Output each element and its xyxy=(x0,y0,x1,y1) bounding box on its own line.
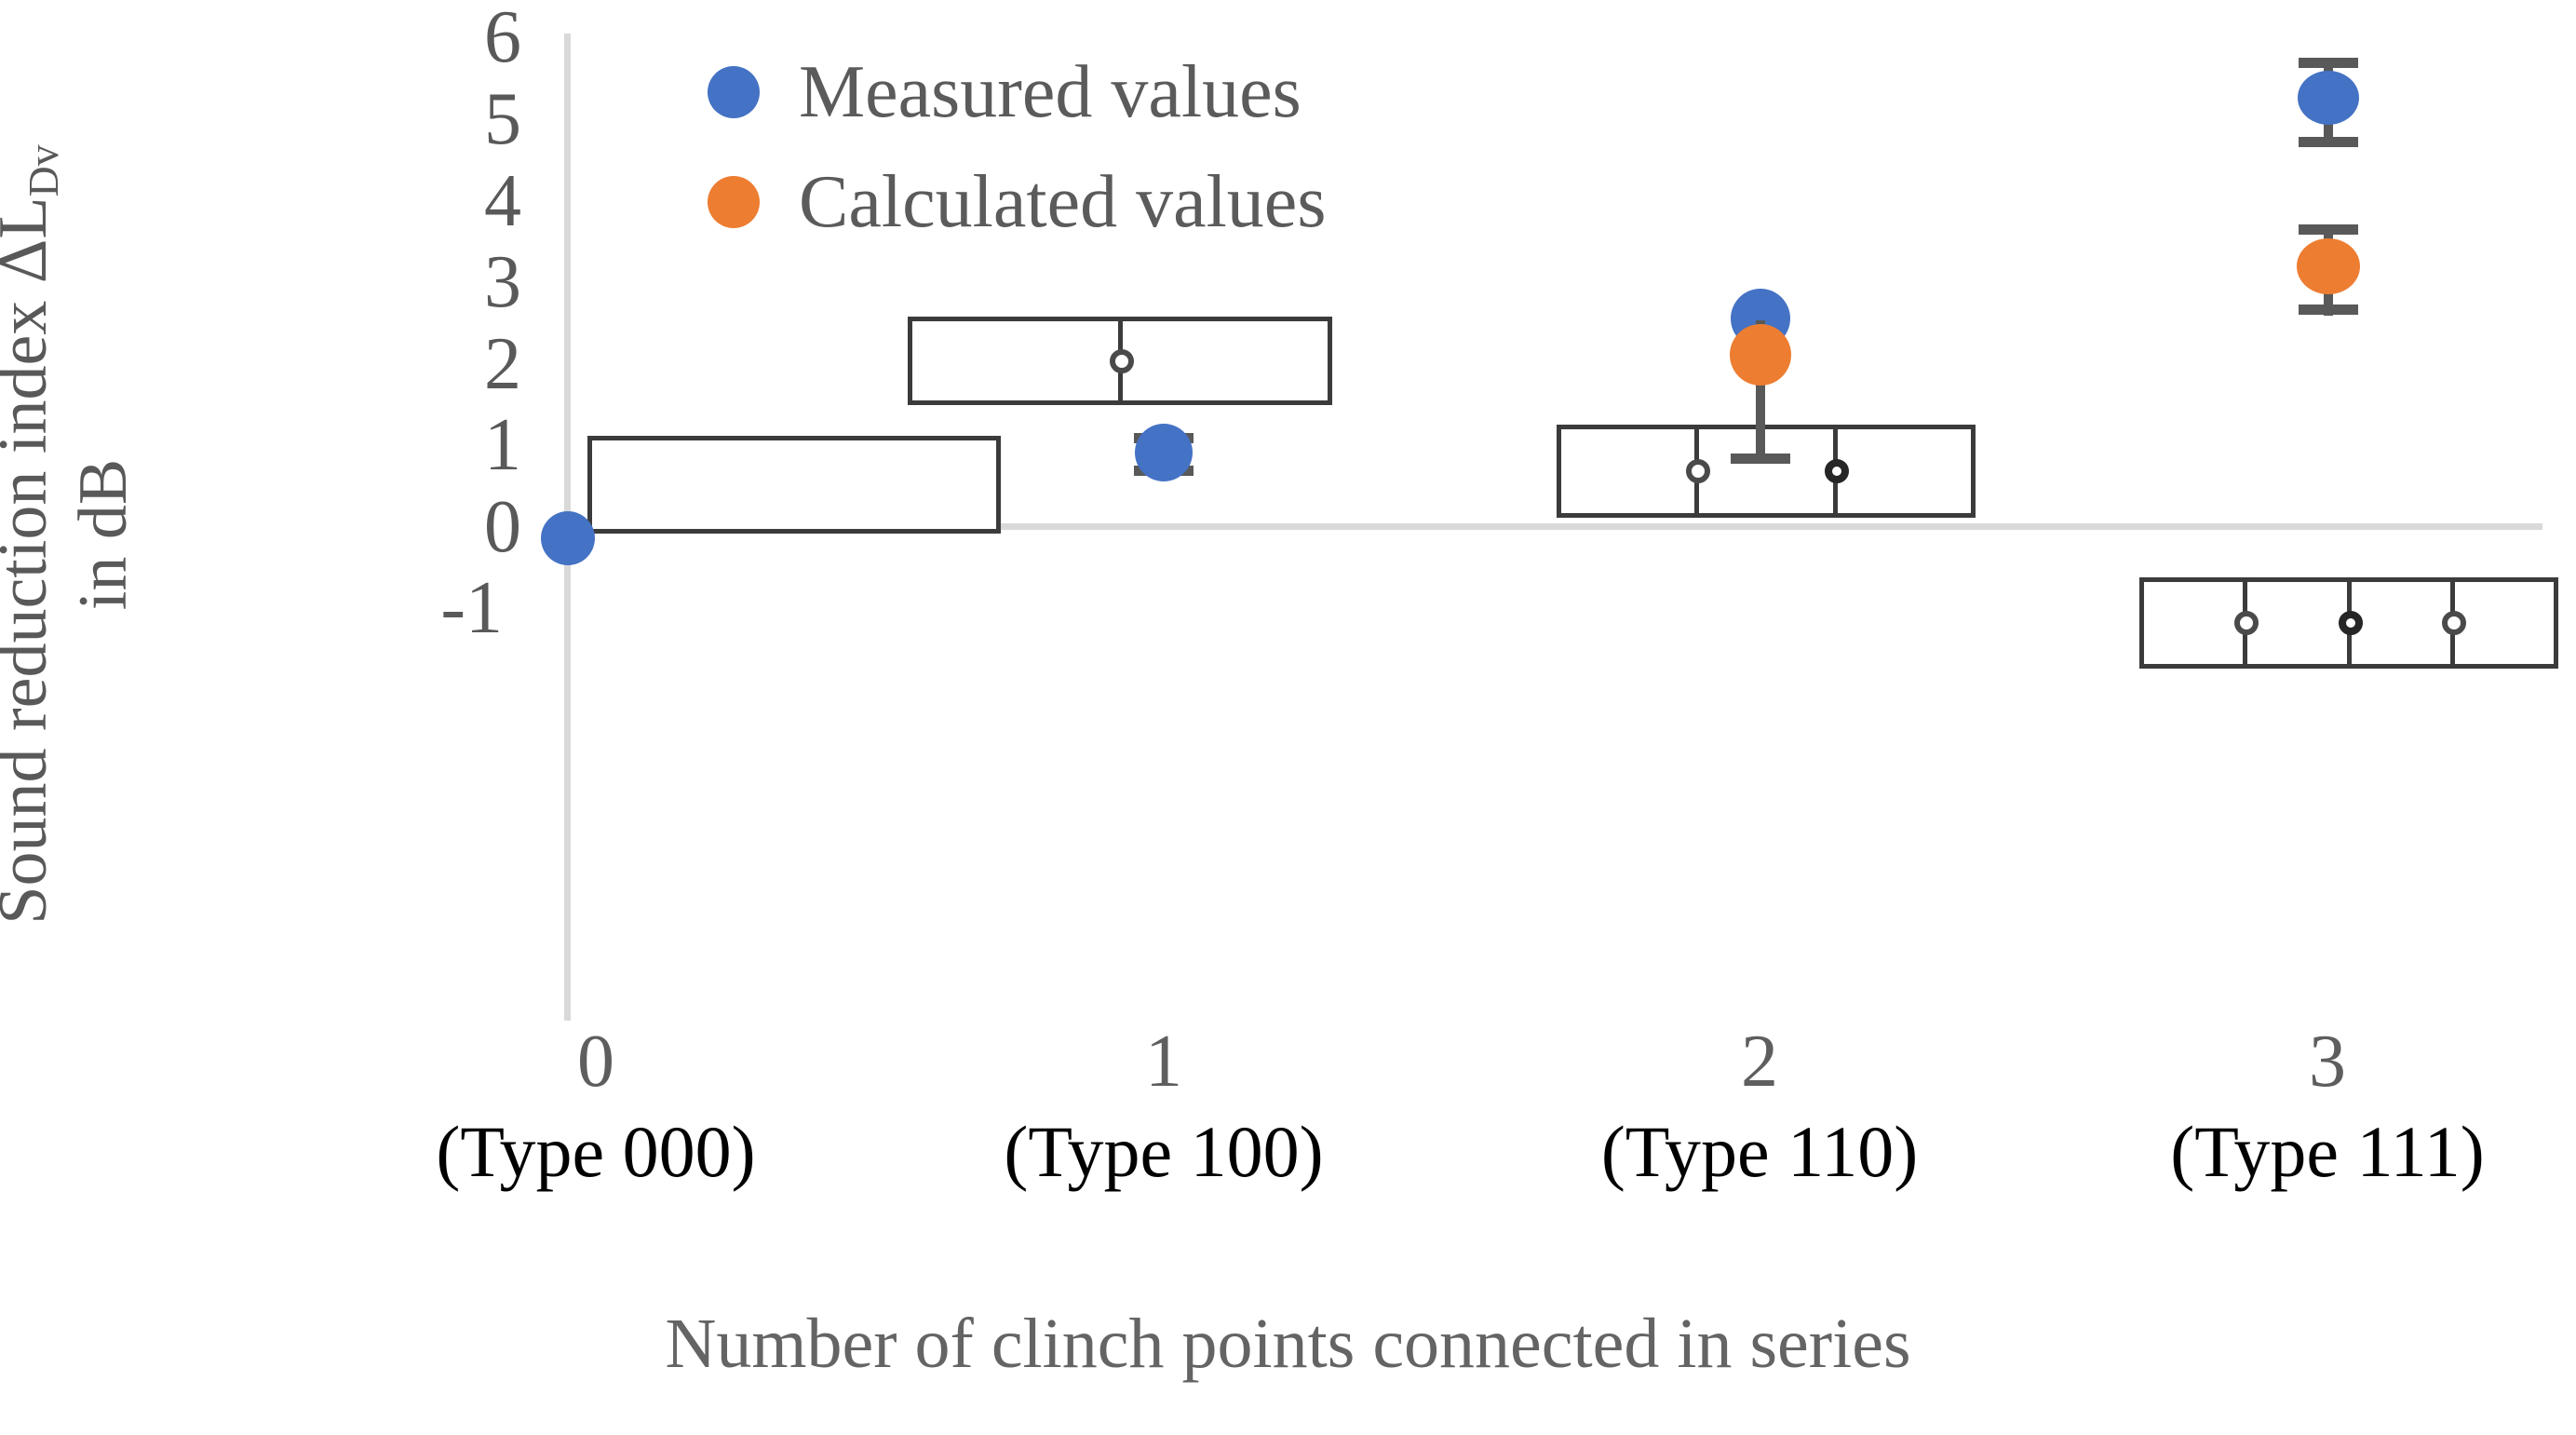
legend-label-calculated: Calculated values xyxy=(799,161,1327,243)
y-tick-label-3: 3 xyxy=(484,241,521,323)
chart-legend: Measured values Calculated values xyxy=(708,37,1639,257)
clinch-point-icon xyxy=(1686,459,1711,483)
error-bar-cap-top-calculated-type-111 xyxy=(2299,224,2358,235)
y-axis-title-unit: in dB xyxy=(64,458,142,611)
y-axis-title: Sound reduction index ΔLDv in dB xyxy=(0,32,142,1037)
x-axis-line xyxy=(564,523,2542,530)
joint-schematic-type-100 xyxy=(908,317,1332,405)
y-tick-label-0: 0 xyxy=(484,486,521,568)
legend-swatch-calculated-icon xyxy=(708,176,760,228)
y-tick-label-4: 4 xyxy=(484,160,521,242)
x-tick-label-2: 2 xyxy=(1741,1021,1778,1103)
joint-schematic-type-111 xyxy=(2139,577,2558,669)
joint-cell xyxy=(1123,321,1328,400)
joint-cell xyxy=(1699,429,1849,513)
joint-cell xyxy=(1561,429,1711,513)
y-tick-label-6: 6 xyxy=(484,0,521,78)
y-tick-label-2: 2 xyxy=(484,323,521,405)
joint-cell xyxy=(912,321,1134,400)
x-tick-type-100: (Type 100) xyxy=(1004,1111,1324,1192)
joint-cell xyxy=(2144,582,2259,664)
x-tick-label-3: 3 xyxy=(2309,1021,2346,1103)
error-bar-cap-bottom-measured-type-111 xyxy=(2299,137,2358,147)
legend-item-calculated[interactable]: Calculated values xyxy=(708,147,1639,257)
y-tick-label-5: 5 xyxy=(484,78,521,160)
y-tick-label-1: 1 xyxy=(484,404,521,486)
x-tick-label-1: 1 xyxy=(1145,1021,1182,1103)
joint-cell xyxy=(2455,582,2554,664)
joint-cell xyxy=(1838,429,1971,513)
error-bar-cap-bottom-calculated-type-111 xyxy=(2299,305,2358,315)
joint-cell xyxy=(2247,582,2363,664)
legend-swatch-measured-icon xyxy=(708,66,760,118)
data-point-measured-type-111[interactable] xyxy=(2298,71,2359,125)
joint-schematic-type-000 xyxy=(587,436,1001,534)
legend-item-measured[interactable]: Measured values xyxy=(708,37,1639,147)
x-axis-title: Number of clinch points connected in ser… xyxy=(665,1305,1911,1383)
clinch-point-icon-filled xyxy=(2338,611,2363,635)
joint-schematic-type-110 xyxy=(1557,425,1976,518)
x-tick-type-110: (Type 110) xyxy=(1600,1111,1919,1192)
data-point-calculated-type-111[interactable] xyxy=(2297,238,2360,294)
joint-cell xyxy=(592,440,996,529)
data-point-measured-type-000[interactable] xyxy=(541,511,595,565)
error-bar-cap-top-measured-type-111 xyxy=(2299,58,2358,68)
clinch-point-icon xyxy=(1109,348,1134,373)
x-tick-label-0: 0 xyxy=(577,1021,614,1103)
x-tick-type-111: (Type 111) xyxy=(2170,1111,2485,1192)
y-tick-label-minus1: -1 xyxy=(440,567,503,649)
legend-label-measured: Measured values xyxy=(799,51,1301,133)
data-point-measured-type-100[interactable] xyxy=(1135,424,1193,481)
clinch-point-icon-filled xyxy=(1824,459,1849,483)
y-axis-title-subscript: Dv xyxy=(19,144,67,197)
clinch-point-icon xyxy=(2234,611,2259,635)
error-bar-cap-bottom-type-110 xyxy=(1731,454,1790,464)
data-point-calculated-type-110[interactable] xyxy=(1730,324,1791,386)
clinch-point-icon xyxy=(2441,611,2466,635)
y-axis-title-main: Sound reduction index ΔL xyxy=(0,196,62,925)
x-tick-type-000: (Type 000) xyxy=(436,1111,756,1192)
error-bar-calculated-type-110 xyxy=(1756,320,1765,462)
joint-cell xyxy=(2352,582,2466,664)
